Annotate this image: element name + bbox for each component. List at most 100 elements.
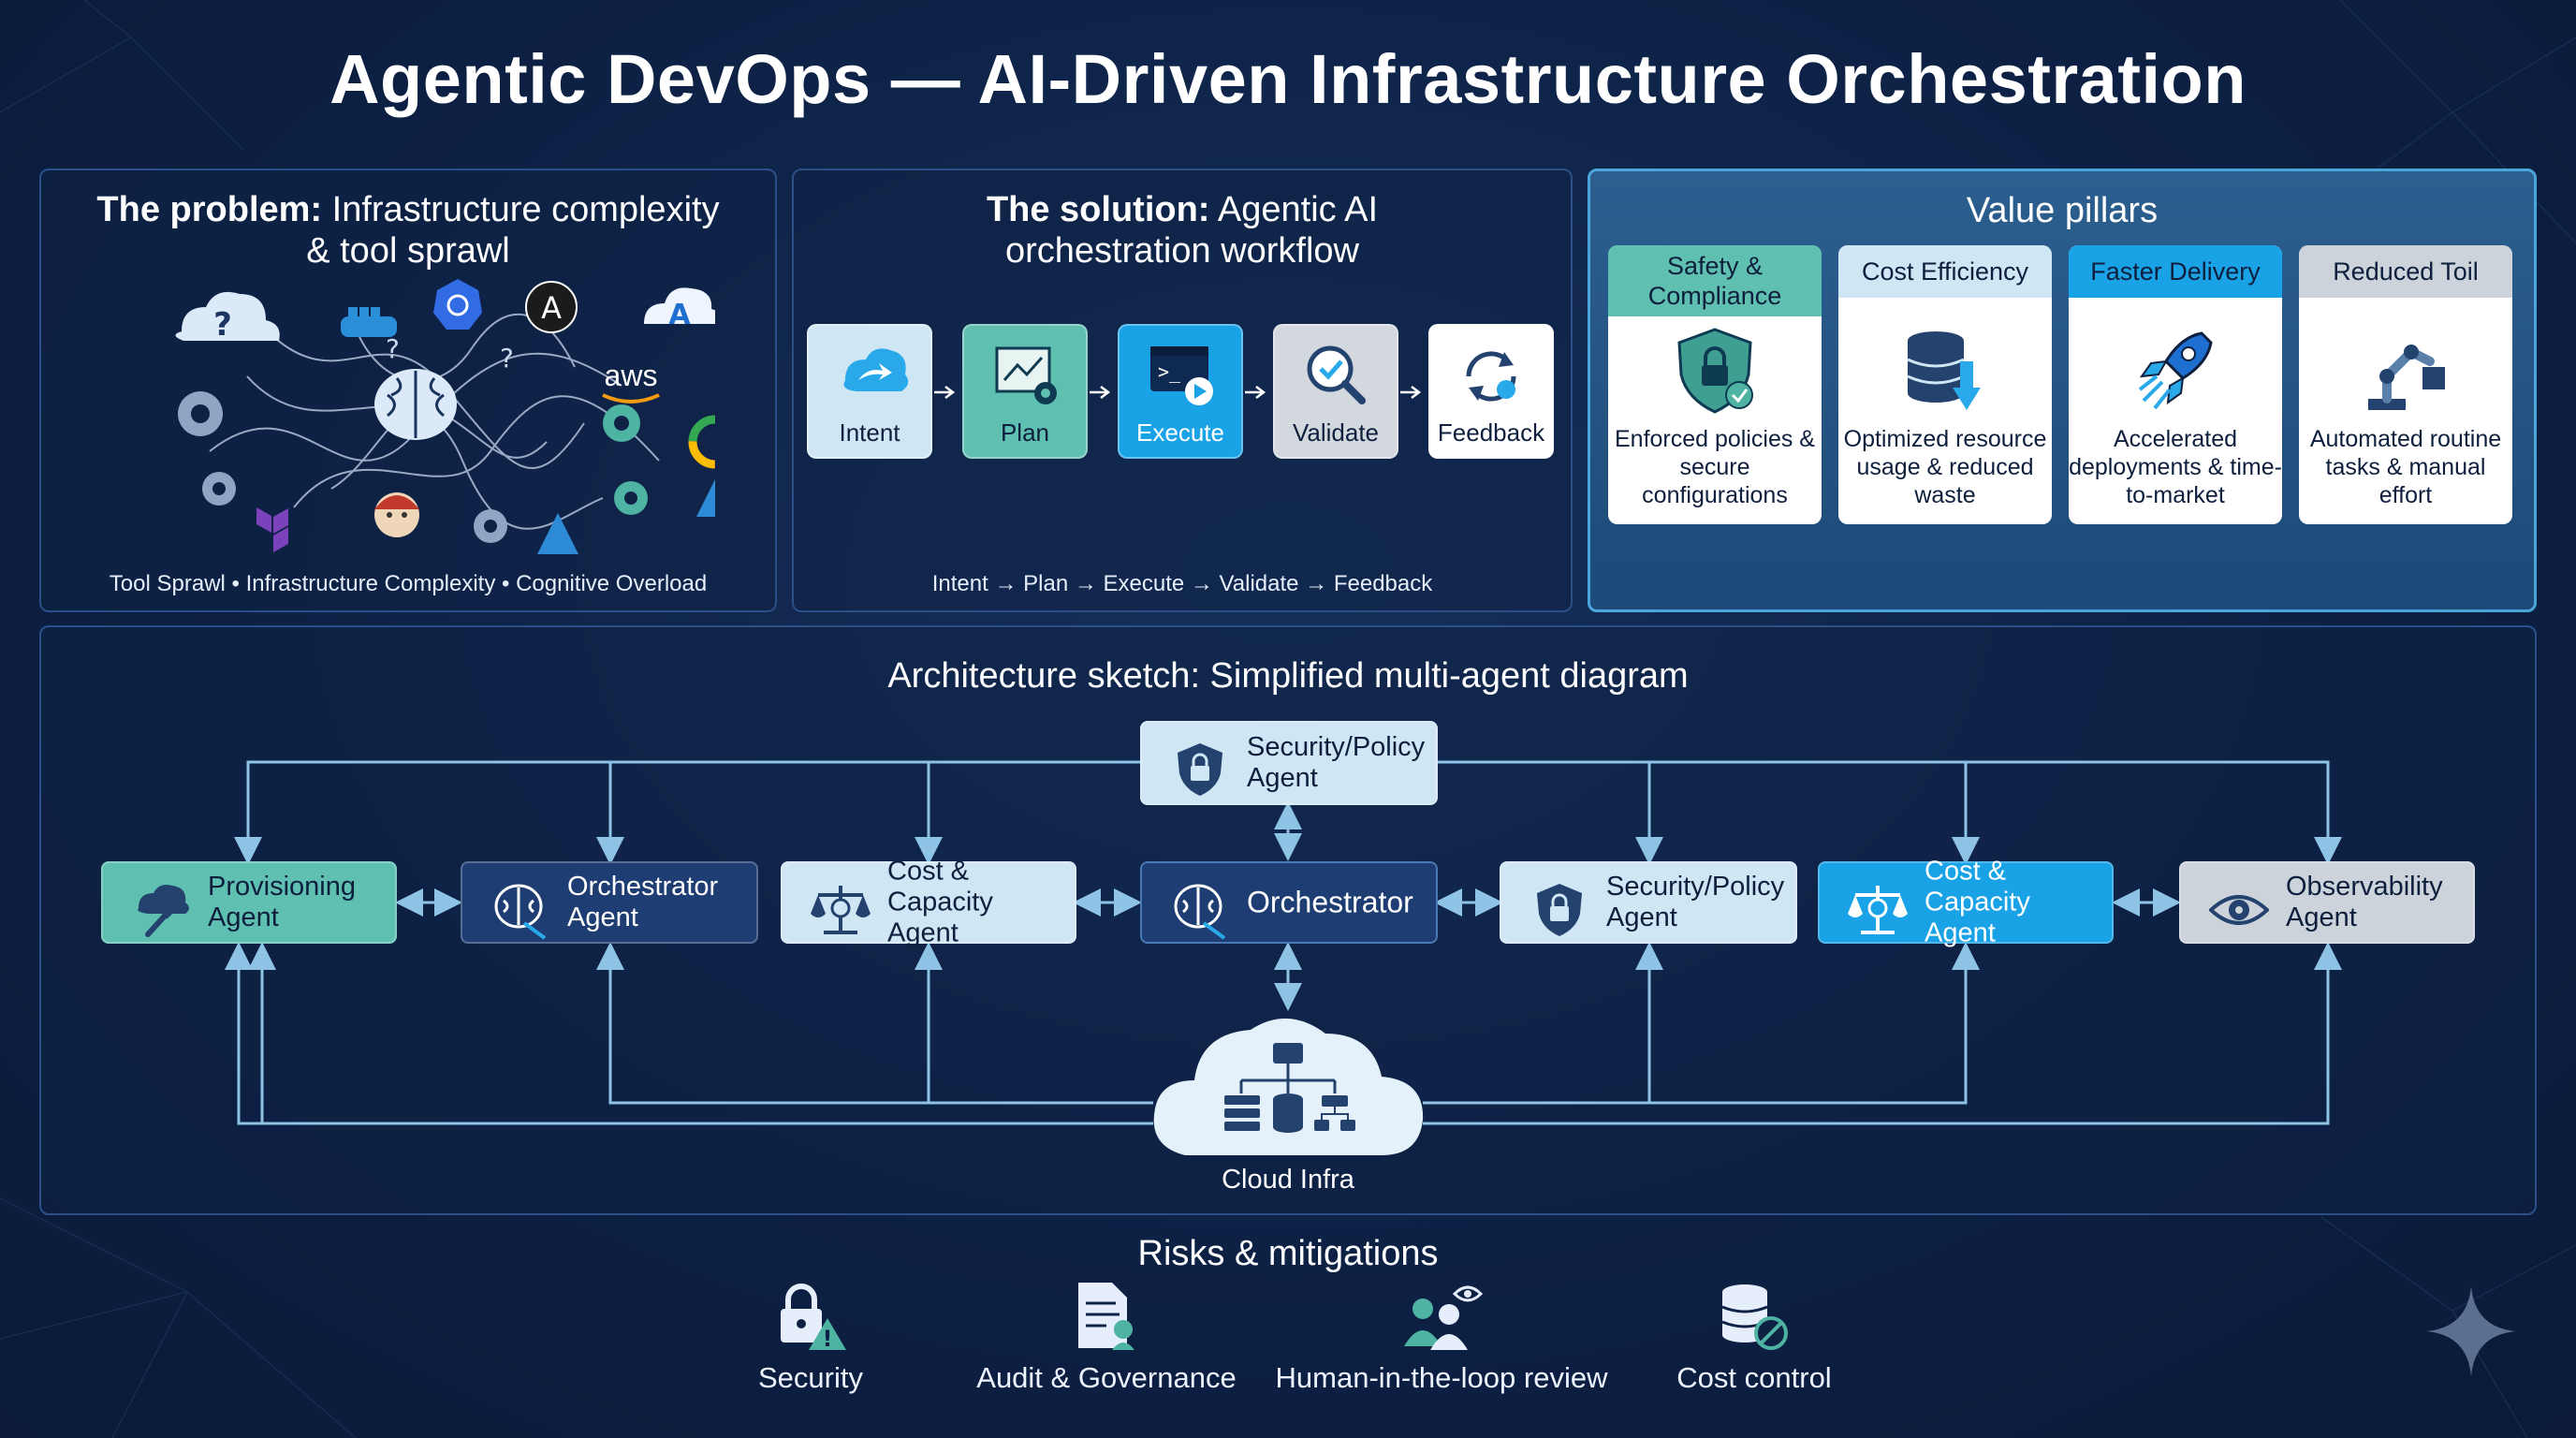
risk-human-in-the-loop: Human-in-the-loop review bbox=[1275, 1361, 1608, 1394]
pillars-title: Value pillars bbox=[1966, 191, 2159, 230]
scales-icon bbox=[811, 886, 871, 934]
risks-title: Risks & mitigations bbox=[1137, 1234, 1439, 1273]
step-label: Execute bbox=[1136, 418, 1224, 447]
svg-text:?: ? bbox=[386, 333, 400, 364]
step-plan: Plan bbox=[962, 324, 1088, 459]
problem-title-bold: The problem: bbox=[96, 190, 323, 229]
svg-text:A: A bbox=[541, 290, 562, 326]
problem-caption: Tool Sprawl • Infrastructure Complexity … bbox=[109, 571, 708, 596]
lock-warning-icon: ! bbox=[781, 1284, 846, 1352]
page-title: Agentic DevOps — AI-Driven Infrastructur… bbox=[329, 40, 2247, 118]
agent-label: Security/Policy Agent bbox=[1247, 732, 1426, 793]
pillar-faster-delivery: Faster Delivery Accelerated deployments … bbox=[2069, 245, 2282, 524]
svg-text:A: A bbox=[668, 299, 691, 331]
robot-arm-icon bbox=[2368, 345, 2445, 410]
cost-capacity-agent-left: Cost & Capacity Agent bbox=[781, 857, 1076, 948]
agent-label: Cost & Capacity Agent bbox=[887, 856, 993, 948]
svg-text:?: ? bbox=[213, 306, 232, 344]
intent-icon bbox=[843, 348, 909, 391]
plan-icon bbox=[995, 346, 1057, 404]
shield-lock-icon bbox=[1537, 884, 1582, 936]
pillar-description: Automated routine tasks & manual effort bbox=[2309, 426, 2502, 508]
agent-label: Provisioning Agent bbox=[208, 872, 356, 932]
svg-text:?: ? bbox=[500, 343, 514, 374]
shield-lock-icon bbox=[1178, 743, 1222, 796]
step-execute: >_ Execute bbox=[1118, 324, 1243, 459]
document-audit-icon bbox=[1078, 1283, 1134, 1350]
solution-title-bold: The solution: bbox=[986, 190, 1210, 229]
agent-label: Orchestrator bbox=[1247, 885, 1413, 919]
step-label: Validate bbox=[1292, 418, 1380, 447]
risk-security: Security bbox=[758, 1361, 863, 1394]
scales-icon bbox=[1848, 886, 1908, 934]
arrow-right-icon bbox=[1400, 386, 1422, 399]
step-label: Plan bbox=[1000, 418, 1050, 447]
arrow-right-icon bbox=[1090, 386, 1111, 399]
arrow-right-icon bbox=[934, 386, 956, 399]
step-validate: Validate bbox=[1273, 324, 1398, 459]
problem-panel: The problem: Infrastructure complexity &… bbox=[39, 169, 777, 612]
question-cloud-icon bbox=[175, 291, 280, 341]
people-eye-icon bbox=[1404, 1285, 1484, 1350]
orchestrator-agent: Orchestrator Agent bbox=[461, 861, 758, 944]
pillar-description: Accelerated deployments & time-to-market bbox=[2069, 426, 2282, 508]
observability-agent: Observability Agent bbox=[2179, 861, 2475, 944]
brain-wand-icon bbox=[1174, 884, 1226, 940]
provisioning-agent: Provisioning Agent bbox=[101, 861, 397, 944]
pillar-header: Cost Efficiency bbox=[1838, 245, 2052, 298]
pillar-header: Safety & Compliance bbox=[1608, 245, 1822, 316]
brain-wand-icon bbox=[494, 884, 547, 940]
brain-icon bbox=[374, 369, 457, 440]
solution-title-rest: Agentic AI bbox=[1209, 190, 1379, 229]
tool-sprawl-illustration: ? A bbox=[175, 279, 715, 554]
solution-title: The solution: Agentic AI orchestration w… bbox=[794, 189, 1571, 271]
terraform-icon bbox=[256, 507, 288, 552]
security-policy-agent: Security/Policy Agent bbox=[1500, 861, 1797, 944]
problem-title-line2: & tool sprawl bbox=[306, 231, 510, 271]
pillar-header: Reduced Toil bbox=[2299, 245, 2512, 298]
jenkins-icon bbox=[374, 492, 419, 537]
validate-magnifier-icon bbox=[1307, 345, 1366, 404]
feedback-cycle-icon bbox=[1466, 351, 1516, 402]
step-label: Intent bbox=[839, 418, 900, 447]
solution-caption: Intent → Plan → Execute → Validate → Fee… bbox=[931, 571, 1433, 596]
sparkle-icon bbox=[2426, 1286, 2516, 1376]
kubernetes-icon bbox=[433, 279, 482, 330]
solution-title-line2: orchestration workflow bbox=[1004, 231, 1360, 271]
problem-title: The problem: Infrastructure complexity &… bbox=[41, 189, 775, 271]
pillar-reduced-toil: Reduced Toil Automated routine tasks & m… bbox=[2299, 245, 2512, 524]
shield-lock-icon bbox=[1677, 328, 1753, 414]
cloud-hammer-icon bbox=[138, 885, 189, 937]
agent-label: Cost & Capacity Agent bbox=[1925, 856, 2030, 948]
pillar-cost-efficiency: Cost Efficiency Optimized resource usage… bbox=[1838, 245, 2052, 524]
svg-text:!: ! bbox=[823, 1326, 833, 1352]
database-down-icon bbox=[1907, 331, 1981, 410]
database-cost-control-icon bbox=[1721, 1284, 1788, 1350]
pillar-description: Enforced policies & secure configuration… bbox=[1614, 426, 1815, 508]
azure-icon bbox=[696, 479, 715, 517]
azure-cloud-icon: A bbox=[644, 287, 715, 331]
cloud-infra-icon bbox=[1153, 1018, 1424, 1155]
azure-icon bbox=[537, 513, 578, 554]
pillar-header: Faster Delivery bbox=[2069, 245, 2282, 298]
step-intent: Intent bbox=[807, 324, 932, 459]
step-feedback: Feedback bbox=[1428, 324, 1554, 459]
google-cloud-icon bbox=[688, 415, 715, 469]
eye-icon bbox=[2209, 895, 2269, 925]
agent-label: Observability Agent bbox=[2286, 872, 2443, 932]
cost-capacity-agent-right: Cost & Capacity Agent bbox=[1818, 857, 2114, 948]
architecture-title: Architecture sketch: Simplified multi-ag… bbox=[887, 656, 1689, 696]
rocket-icon bbox=[2138, 331, 2213, 410]
step-label: Feedback bbox=[1437, 418, 1545, 447]
problem-title-rest: Infrastructure complexity bbox=[322, 190, 720, 229]
agent-label: Orchestrator Agent bbox=[567, 872, 719, 932]
aws-logo: aws bbox=[605, 359, 658, 392]
pillar-description: Optimized resource usage & reduced waste bbox=[1843, 426, 2047, 508]
docker-icon bbox=[341, 307, 397, 337]
ansible-icon: A bbox=[525, 281, 578, 333]
arrow-right-icon bbox=[1245, 386, 1266, 399]
risk-audit-governance: Audit & Governance bbox=[976, 1361, 1237, 1394]
central-orchestrator: Orchestrator bbox=[1140, 861, 1438, 944]
agent-label: Security/Policy Agent bbox=[1606, 872, 1785, 932]
